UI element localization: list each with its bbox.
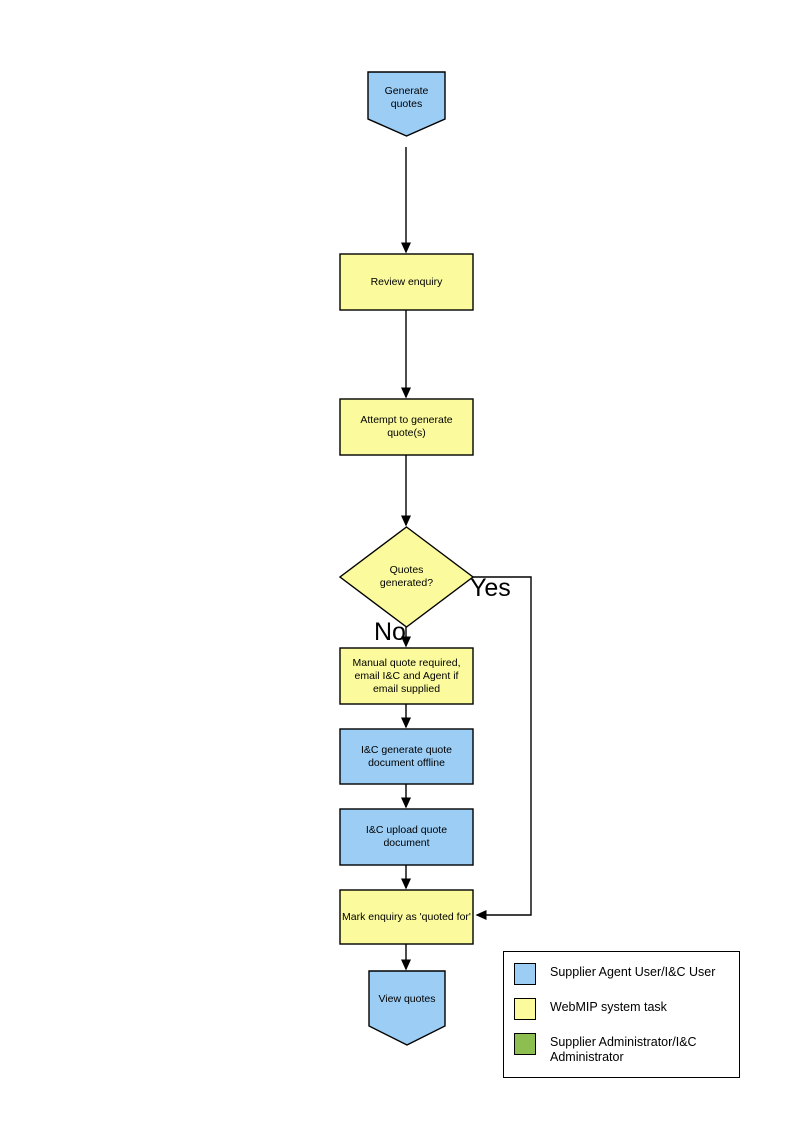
legend-label-admin-task: Supplier Administrator/I&C Administrator xyxy=(550,1035,697,1064)
legend: Supplier Agent User/I&C User WebMIP syst… xyxy=(503,951,740,1078)
node-view-quotes[interactable] xyxy=(368,970,446,1046)
node-mark-enquiry-as-quoted-for[interactable] xyxy=(339,889,474,945)
node-review-enquiry[interactable] xyxy=(339,253,474,311)
legend-swatch-admin-task xyxy=(514,1033,536,1055)
node-quotes-generated-decision[interactable] xyxy=(338,526,475,628)
node-ic-generate-quote-document-offline[interactable] xyxy=(339,728,474,785)
node-attempt-to-generate-quotes[interactable] xyxy=(339,398,474,456)
legend-item-admin-task: Supplier Administrator/I&C Administrator xyxy=(514,1033,697,1065)
node-generate-quotes[interactable] xyxy=(367,71,446,137)
legend-label-system-task: WebMIP system task xyxy=(550,1000,667,1014)
legend-label-user-task: Supplier Agent User/I&C User xyxy=(550,965,716,979)
legend-swatch-user-task xyxy=(514,963,536,985)
edge-label-no: No xyxy=(374,618,406,646)
legend-item-system-task: WebMIP system task xyxy=(514,998,667,1020)
legend-item-user-task: Supplier Agent User/I&C User xyxy=(514,963,715,985)
legend-swatch-system-task xyxy=(514,998,536,1020)
node-ic-upload-quote-document[interactable] xyxy=(339,808,474,866)
connector-decision-yes-to-mark xyxy=(472,576,532,920)
node-manual-quote-required[interactable] xyxy=(339,647,474,705)
edge-label-yes: Yes xyxy=(470,574,511,602)
